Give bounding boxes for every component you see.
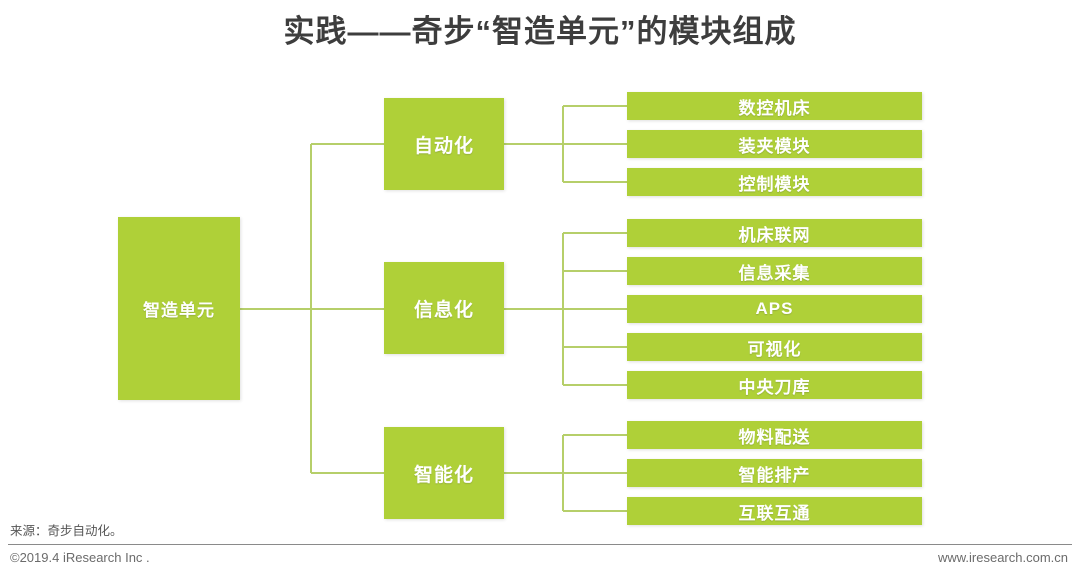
footer: 来源：奇步自动化。 ©2019.4 iResearch Inc . www.ir… <box>0 520 1080 573</box>
leaf-node[interactable]: APS <box>627 295 922 323</box>
leaf-node[interactable]: 数控机床 <box>627 92 922 120</box>
leaf-node[interactable]: 物料配送 <box>627 421 922 449</box>
leaf-node[interactable]: 可视化 <box>627 333 922 361</box>
footer-divider <box>8 544 1072 545</box>
copyright-text: ©2019.4 iResearch Inc . <box>10 550 150 565</box>
branch-node-intelligence[interactable]: 智能化 <box>384 427 504 519</box>
leaf-node[interactable]: 机床联网 <box>627 219 922 247</box>
leaf-node[interactable]: 信息采集 <box>627 257 922 285</box>
leaf-node[interactable]: 控制模块 <box>627 168 922 196</box>
connector-lines <box>240 105 627 512</box>
root-node[interactable]: 智造单元 <box>118 217 240 400</box>
page-title: 实践——奇步“智造单元”的模块组成 <box>283 14 797 49</box>
branch-node-automation[interactable]: 自动化 <box>384 98 504 190</box>
leaf-node[interactable]: 互联互通 <box>627 497 922 525</box>
website-link[interactable]: www.iresearch.com.cn <box>937 550 1068 565</box>
leaf-node[interactable]: 装夹模块 <box>627 130 922 158</box>
leaf-node[interactable]: 智能排产 <box>627 459 922 487</box>
branch-node-informatization[interactable]: 信息化 <box>384 262 504 354</box>
org-chart-diagram: 智造单元 自动化 信息化 智能化 数控机床 装夹模块 控制模块 机床联网 信息采… <box>0 70 1080 525</box>
leaf-node[interactable]: 中央刀库 <box>627 371 922 399</box>
source-note: 来源：奇步自动化。 <box>10 524 123 538</box>
